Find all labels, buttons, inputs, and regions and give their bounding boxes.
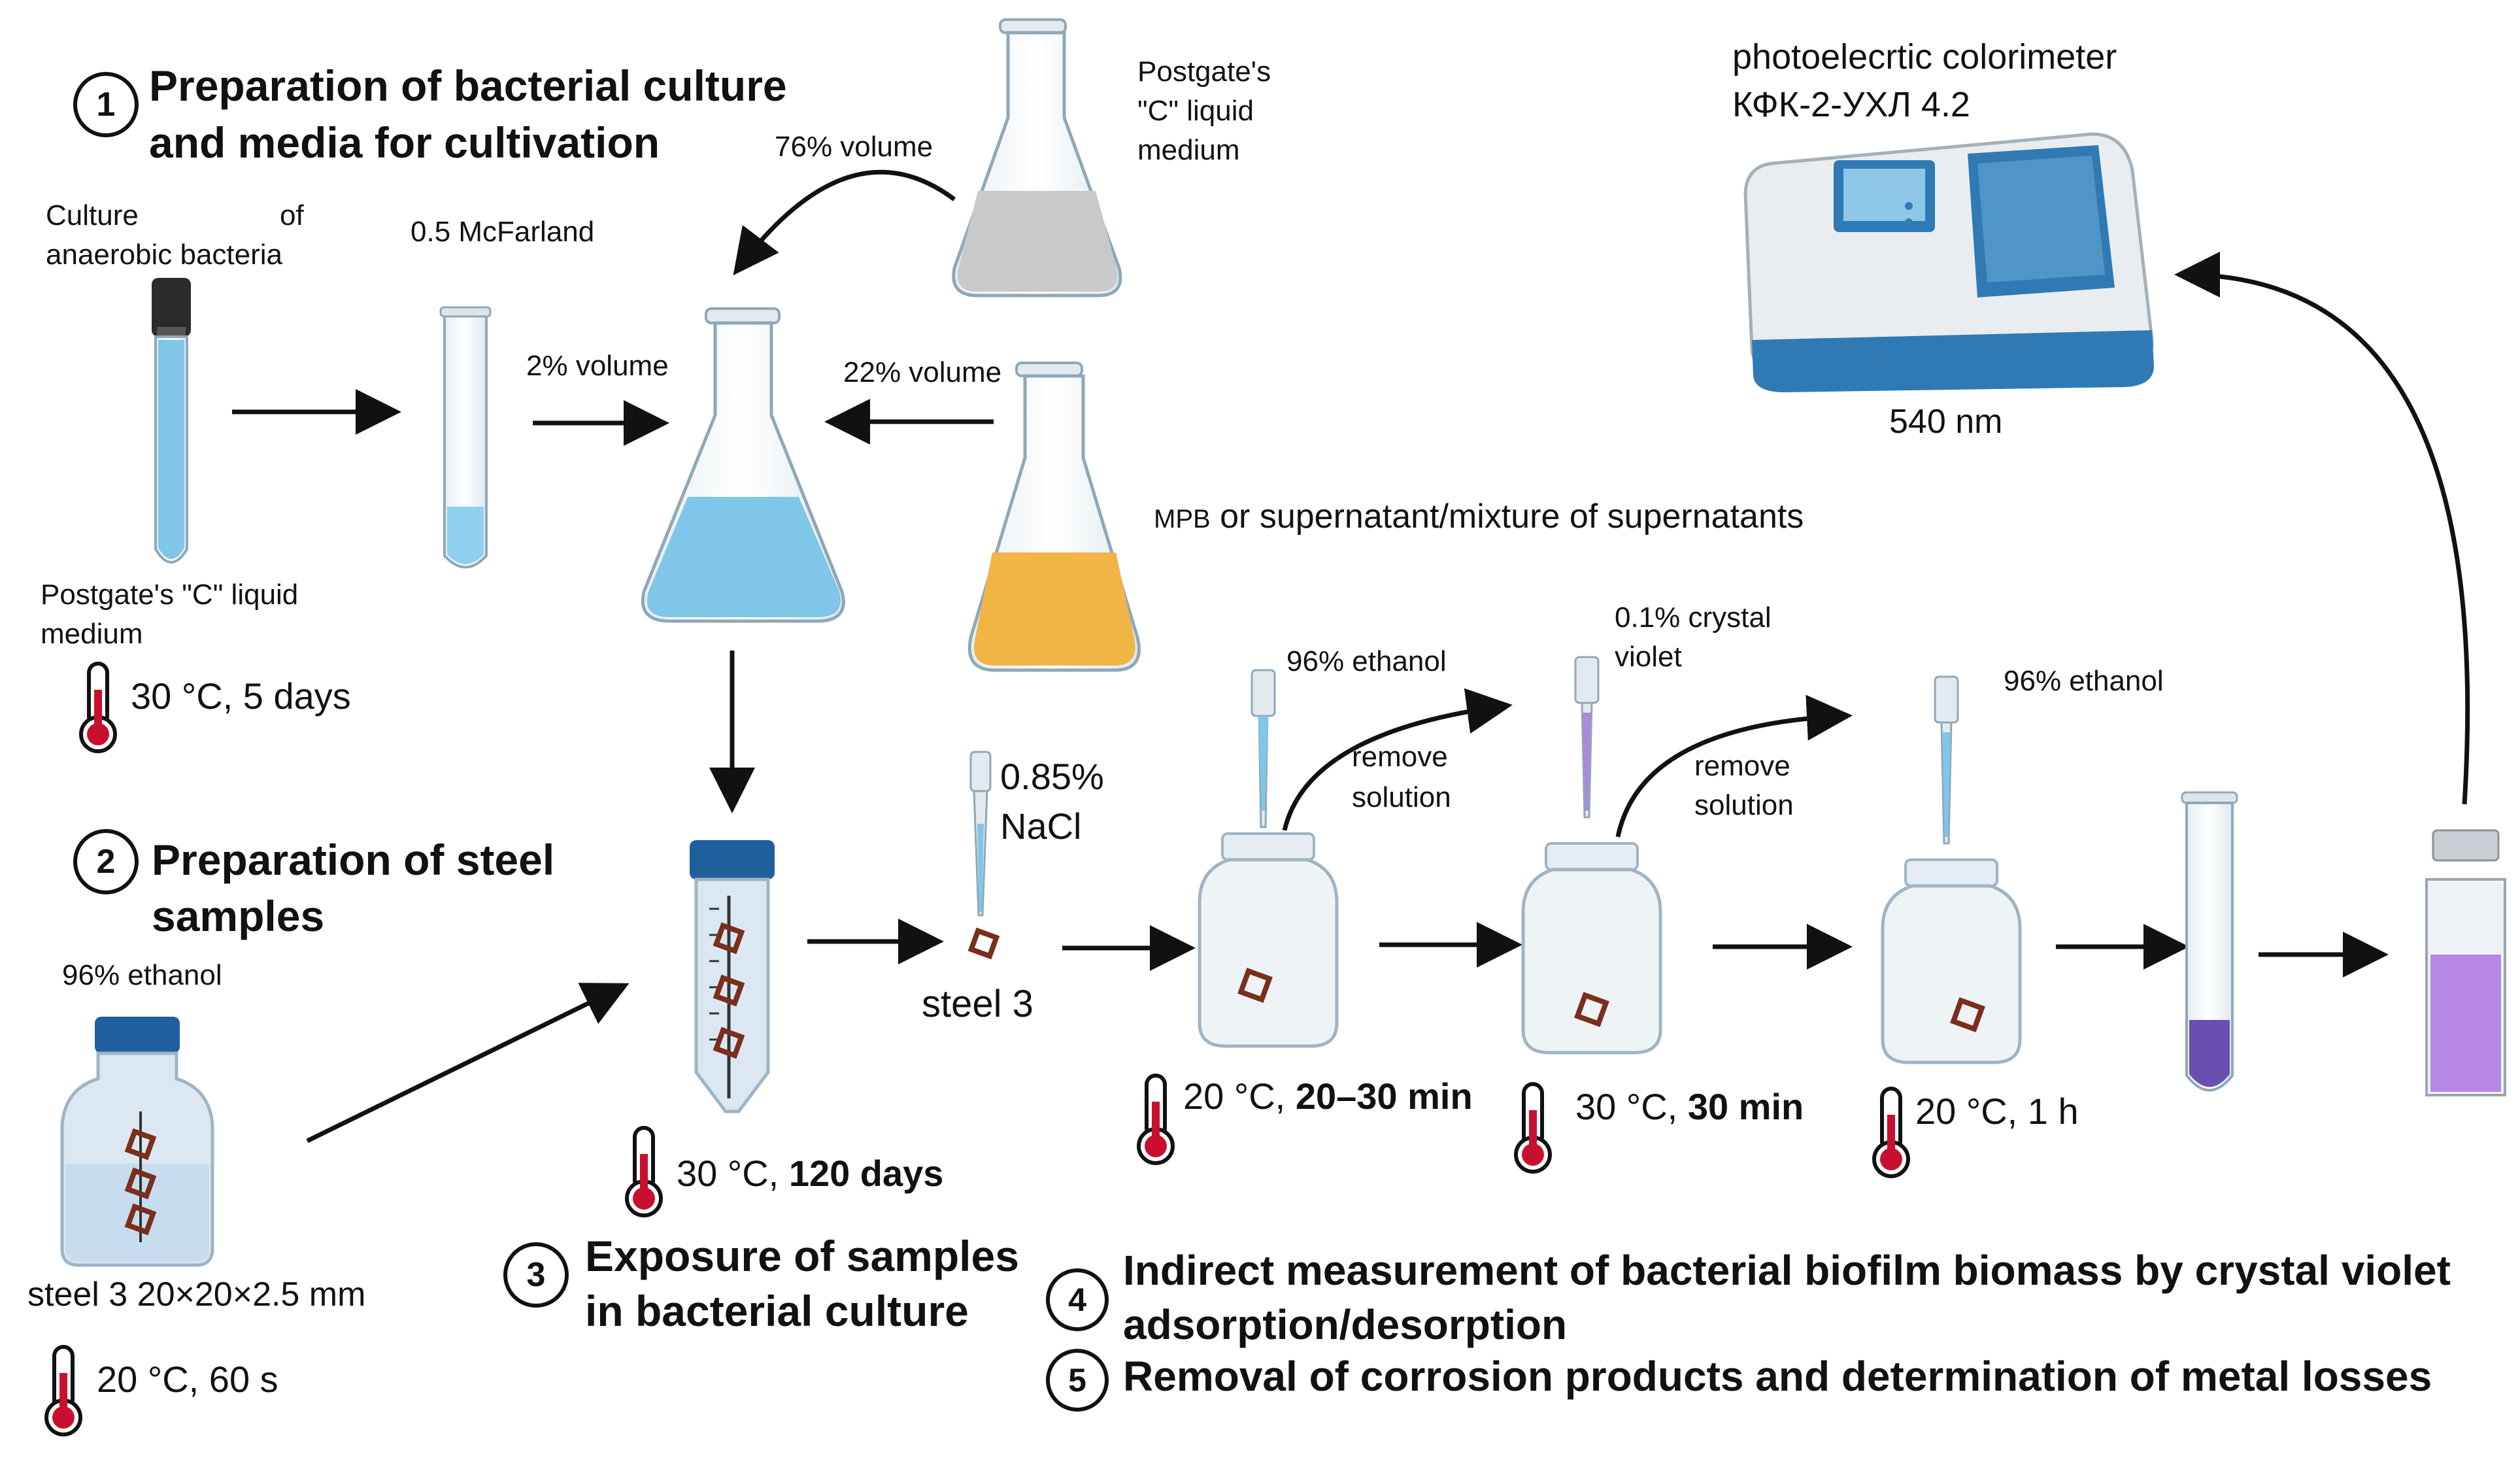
step4-title-line1: Indirect measurement of bacterial biofil… [1123,1247,2451,1294]
temp-step4b-value: 30 °C, [1575,1086,1688,1127]
steel3-label: steel 3 [922,983,1033,1025]
step-number-4: 4 [1046,1268,1109,1331]
postgate-left-line1: Postgate's "C" liquid [41,579,299,611]
postgate-top-line3: medium [1137,134,1240,166]
mpb-abbrev: MPB [1154,505,1211,534]
thermometer-icon [44,1345,82,1436]
falcon-tube-icon [690,840,775,1113]
mpb-label: MPB or supernatant/mixture of supernatan… [1154,494,1804,542]
pipette-icon [969,751,992,917]
temp-step3-duration: 120 days [788,1153,944,1194]
temp-step4b: 30 °C, 30 min [1575,1084,1804,1130]
colorimeter-label-line1: photoelecrtic colorimeter [1732,37,2117,76]
step3-title-line1: Exposure of samples [585,1232,1019,1280]
nacl-label-line1: 0.85% [1000,756,1104,797]
culture-label-line2: anaerobic bacteria [46,239,283,271]
nacl-label-line2: NaCl [1000,805,1082,847]
culture-label-line1: Culture [46,199,139,231]
jar-icon [1521,656,1662,1055]
test-tube-icon [2181,791,2238,1092]
vol22-label: 22% volume [843,356,1002,388]
ethanol-step2-label: 96% ethanol [62,959,222,991]
temp-step3: 30 °C, 120 days [677,1151,943,1196]
step4-title-line2: adsorption/desorption [1123,1301,1568,1348]
reagent-bottle-icon [60,1017,214,1267]
step3-title-line2: in bacterial culture [585,1287,969,1335]
step1-title-line1: Preparation of bacterial culture [149,61,787,110]
postgate-top-line1: Postgate's [1137,56,1271,88]
temp-step4a-duration: 20–30 min [1295,1076,1473,1117]
postgate-flask-icon [952,18,1122,297]
arrow [733,169,956,276]
step1-title-line2: and media for cultivation [149,118,660,167]
temp-step4c: 20 °C, 1 h [1915,1091,2079,1132]
temp-step1: 30 °C, 5 days [131,675,351,717]
thermometer-icon [79,662,117,753]
wavelength-label: 540 nm [1889,403,2003,441]
arrow [1615,694,1853,838]
cuvette-icon [2425,829,2506,1096]
remove-a-line2: solution [1352,781,1451,813]
thermometer-icon [1137,1074,1175,1165]
arrow [306,983,630,1144]
temp-step4b-duration: 30 min [1687,1086,1804,1127]
mpb-text: or supernatant/mixture of supernatants [1220,498,1804,535]
remove-b-line1: remove [1694,750,1790,782]
ethanol-a-label: 96% ethanol [1286,645,1447,677]
arrow [1282,688,1513,831]
culture-label-of: of [280,199,304,231]
thermometer-icon [1514,1082,1552,1174]
vol76-label: 76% volume [775,131,933,163]
steel-sample-label: steel 3 20×20×2.5 mm [27,1276,366,1314]
step-number-1: 1 [73,72,139,137]
thermometer-icon [625,1126,663,1217]
temp-step4a-value: 20 °C, [1183,1076,1296,1117]
jar-icon [1198,669,1339,1048]
thermometer-icon [1872,1087,1910,1178]
vol2-label: 2% volume [526,350,669,382]
remove-b-line2: solution [1694,789,1794,821]
postgate-left-line2: medium [41,618,143,650]
step-number-2: 2 [73,829,139,894]
temp-step4a: 20 °C, 20–30 min [1183,1074,1473,1119]
remove-a-line1: remove [1352,741,1448,773]
step-number-5: 5 [1046,1349,1109,1412]
step2-title-line2: samples [152,892,325,940]
mcfarland-label: 0.5 McFarland [411,216,595,248]
colorimeter-icon [1743,132,2154,392]
colorimeter-label-line2: КФК-2-УХЛ 4.2 [1732,85,1970,124]
ethanol-b-label: 96% ethanol [2004,665,2164,697]
arrow [2174,252,2470,805]
temp-step2: 20 °C, 60 s [97,1359,278,1400]
jar-icon [1881,675,2022,1064]
postgate-top-line2: "C" liquid [1137,95,1254,127]
temp-step3-value: 30 °C, [677,1153,789,1194]
cv-label-line2: violet [1615,641,1682,673]
culture-tube-icon [152,278,191,564]
step5-title: Removal of corrosion products and determ… [1123,1353,2432,1400]
mcfarland-tube-icon [439,306,492,569]
step-number-3: 3 [503,1242,569,1308]
culture-flask-icon [641,307,845,623]
step2-title-line1: Preparation of steel [152,836,555,884]
mpb-flask-icon [967,362,1141,672]
cv-label-line1: 0.1% crystal [1615,602,1772,634]
steel-sample-icon [967,927,1000,960]
